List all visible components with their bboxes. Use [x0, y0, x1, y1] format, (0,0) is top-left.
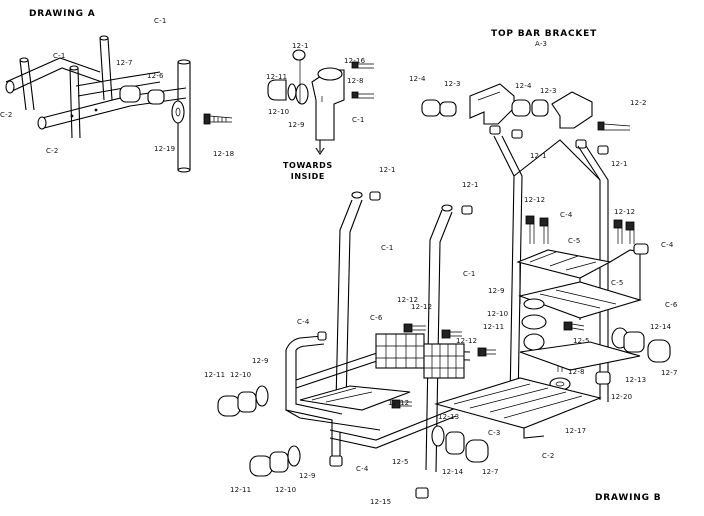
part-label: C-6	[665, 301, 678, 309]
part-label: C-4	[297, 318, 310, 326]
part-label: C-1	[352, 116, 365, 124]
part-label: A-3	[535, 40, 548, 48]
part-label: 12-12	[456, 337, 478, 345]
part-label: 12-3	[540, 87, 557, 95]
part-label: 12-13	[438, 413, 460, 421]
part-label: 12-12	[411, 303, 433, 311]
drawing-b-left-assembly	[217, 191, 496, 499]
part-label: C-2	[0, 111, 13, 119]
part-label: 12-14	[650, 323, 672, 331]
part-label: 12-1	[611, 160, 628, 168]
part-label: 12-14	[442, 468, 464, 476]
part-label: 12-6	[147, 72, 164, 80]
part-label: 12-1	[379, 166, 396, 174]
top-bar-bracket	[421, 83, 631, 155]
part-label: C-1	[381, 244, 394, 252]
part-label: 12-11	[483, 323, 505, 331]
part-label: 12-12	[388, 399, 410, 407]
part-label: 12-9	[288, 121, 305, 129]
part-label: 12-1	[292, 42, 309, 50]
part-label: 12-8	[568, 368, 585, 376]
part-label: 12-5	[392, 458, 409, 466]
part-label: 12-20	[611, 393, 633, 401]
part-label: 12-11	[266, 73, 288, 81]
part-label: 12-19	[154, 145, 176, 153]
part-label: C-5	[568, 237, 581, 245]
part-label: 12-9	[299, 472, 316, 480]
part-label: 12-13	[625, 376, 647, 384]
part-label: 12-18	[213, 150, 235, 158]
part-label: 12-12	[614, 208, 636, 216]
part-label: 12-3	[444, 80, 461, 88]
part-label: C-5	[611, 279, 624, 287]
part-label: C-4	[661, 241, 674, 249]
part-label: C-3	[488, 429, 501, 437]
part-label: C-2	[542, 452, 555, 460]
part-label: 12-8	[347, 77, 364, 85]
part-label: 12-1	[530, 152, 547, 160]
drawing-b-title: DRAWING B	[595, 493, 662, 503]
towards-inside-line-1: TOWARDS	[283, 161, 333, 170]
part-label: 12-7	[116, 59, 133, 67]
part-label: C-2	[46, 147, 59, 155]
part-label: 12-16	[344, 57, 366, 65]
part-label: 12-12	[524, 196, 546, 204]
drawing-a-frame	[5, 35, 233, 173]
part-label: C-1	[463, 270, 476, 278]
top-bar-bracket-title: TOP BAR BRACKET	[491, 29, 598, 39]
part-label: 12-1	[462, 181, 479, 189]
part-label: 12-10	[487, 310, 509, 318]
part-label: C-4	[560, 211, 573, 219]
towards-inside-line-2: INSIDE	[290, 172, 325, 181]
part-label: 12-9	[252, 357, 269, 365]
part-label: 12-4	[409, 75, 426, 83]
part-label: 12-10	[275, 486, 297, 494]
part-label: C-1	[154, 17, 167, 25]
part-label: 12-9	[488, 287, 505, 295]
part-label: C-6	[370, 314, 383, 322]
part-label: 12-7	[661, 369, 678, 377]
part-label: 12-15	[370, 498, 392, 506]
part-label: C-4	[356, 465, 369, 473]
part-label: 12-10	[230, 371, 252, 379]
part-label: C-1	[53, 52, 66, 60]
part-label: 12-4	[515, 82, 532, 90]
towards-inside-detail	[267, 49, 374, 155]
towards-inside-caption: TOWARDS INSIDE	[283, 160, 333, 182]
part-label: 12-12	[397, 296, 419, 304]
part-label: 12-2	[630, 99, 647, 107]
part-label: 12-11	[230, 486, 252, 494]
part-label: 12-10	[268, 108, 290, 116]
part-label: 12-17	[565, 427, 587, 435]
part-label: 12-7	[482, 468, 499, 476]
drawing-a-title: DRAWING A	[29, 9, 96, 19]
drawing-b-right-assembly	[434, 135, 671, 439]
part-label: 12-11	[204, 371, 226, 379]
part-label: 12-5	[573, 337, 590, 345]
